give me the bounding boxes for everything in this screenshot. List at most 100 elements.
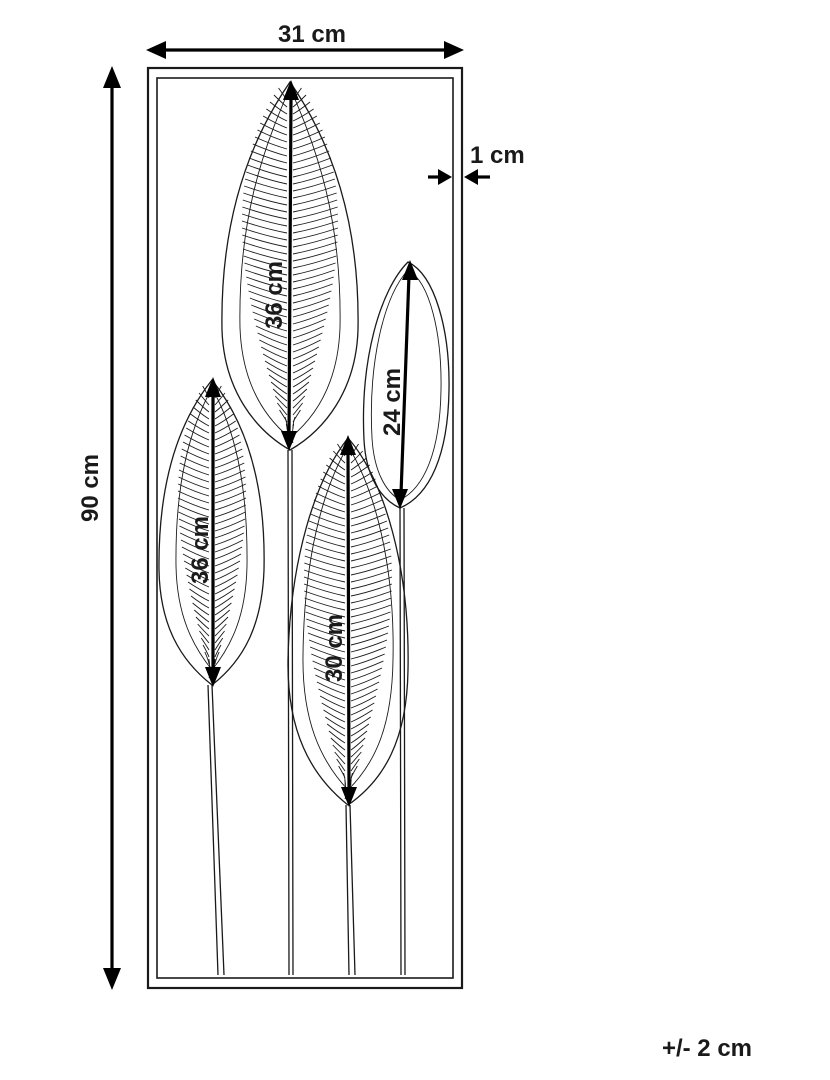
leaf-tall-label: 36 cm (261, 261, 288, 329)
leaf-vein (242, 241, 288, 255)
leaf-vein (350, 702, 375, 716)
leaf-vein (303, 583, 346, 597)
leaf-vein (214, 511, 246, 525)
leaf-vein (246, 171, 288, 185)
leaf-vein (292, 388, 308, 402)
leaf-vein (214, 504, 247, 518)
leaf-left-arrow-bottom-head (205, 667, 221, 687)
leaf-left-arrow-top-head (205, 377, 221, 397)
leaf-vein (270, 381, 288, 395)
leaf-vein (214, 588, 235, 602)
leaf-vein (182, 553, 210, 567)
leaf-vein (306, 534, 346, 548)
leaf-vein (262, 353, 288, 367)
leaf-vein (350, 611, 391, 625)
leaf-vein (214, 532, 245, 546)
leaf-vein (350, 744, 364, 758)
leaf-vein (350, 667, 383, 681)
leaf-vein (214, 623, 227, 637)
leaf-vein (350, 534, 390, 548)
leaf-vein (336, 758, 346, 772)
leaf-vein (192, 406, 210, 420)
stem-middle (345, 804, 356, 976)
leaf-vein (214, 651, 220, 665)
leaf-vein (214, 455, 244, 469)
leaf-vein (188, 420, 210, 434)
leaf-vein (214, 469, 246, 483)
leaf-vein (187, 581, 210, 595)
leaf-vein (204, 651, 210, 665)
depth-dimension: 1 cm (428, 142, 525, 185)
leaf-vein (350, 625, 390, 639)
leaf-vein (177, 504, 210, 518)
leaf-vein (214, 399, 229, 413)
leaf-vein (292, 262, 336, 276)
leaf-vein (242, 248, 288, 262)
leaf-vein (242, 199, 288, 213)
leaf-vein (248, 157, 288, 171)
leaf-vein (178, 518, 210, 532)
leaf-vein (178, 483, 210, 497)
leaf-vein (198, 392, 210, 406)
leaf-vein (350, 730, 368, 744)
leaf-vein (292, 94, 307, 108)
leaf-vein (195, 399, 210, 413)
leaf-vein (350, 520, 388, 534)
leaf-vein (197, 623, 210, 637)
leaf-vein (310, 513, 346, 527)
leaf-vein (292, 395, 306, 409)
leaf-vein (182, 441, 210, 455)
leaf-vein (304, 604, 346, 618)
height-dimension: 90 cm (77, 66, 121, 990)
leaf-vein (350, 576, 393, 590)
leaf-vein (323, 709, 346, 723)
leaf-vein (242, 234, 288, 248)
leaf-small-dimension: 24 cm (379, 260, 418, 509)
leaf-vein (332, 744, 346, 758)
leaf-vein (247, 164, 288, 178)
leaf-vein (251, 304, 288, 318)
leaf-vein (350, 646, 387, 660)
leaf-vein (306, 618, 346, 632)
leaf-vein (309, 646, 346, 660)
leaf-vein (245, 269, 288, 283)
leaf-vein (292, 108, 314, 122)
leaf-vein (292, 402, 303, 416)
leaf-vein (214, 644, 222, 658)
leaf-vein (307, 632, 346, 646)
leaf-vein (214, 518, 246, 532)
leaf-vein (350, 597, 392, 611)
leaf-vein (305, 611, 346, 625)
leaf-vein (350, 653, 385, 667)
leaf-vein (304, 555, 346, 569)
leaf-vein (320, 478, 346, 492)
leaf-vein (292, 220, 339, 234)
leaf-vein (193, 609, 210, 623)
leaf-vein (214, 427, 238, 441)
wall-art-frame (146, 66, 464, 990)
leaf-vein (247, 283, 288, 297)
leaf-vein (214, 420, 236, 434)
leaf-vein (292, 304, 329, 318)
leaf-vein (319, 695, 346, 709)
leaf-vein (214, 448, 243, 462)
leaf-vein (292, 374, 312, 388)
leaf-vein (266, 367, 288, 381)
leaf-vein (272, 388, 288, 402)
leaf-vein (292, 192, 337, 206)
leaf-middle-arrow-top-head (340, 435, 356, 455)
leaf-vein (254, 136, 288, 150)
leaf-vein (292, 269, 335, 283)
leaf-vein (248, 290, 288, 304)
leaf-vein (292, 283, 333, 297)
leaf-vein (323, 471, 346, 485)
leaf-vein (244, 262, 288, 276)
leaf-vein (317, 485, 346, 499)
leaf-vein (350, 485, 379, 499)
depth-label: 1 cm (470, 142, 525, 169)
leaf-vein (350, 618, 390, 632)
leaf-vein (214, 434, 240, 448)
leaf-vein (243, 192, 288, 206)
leaf-vein (183, 560, 210, 574)
